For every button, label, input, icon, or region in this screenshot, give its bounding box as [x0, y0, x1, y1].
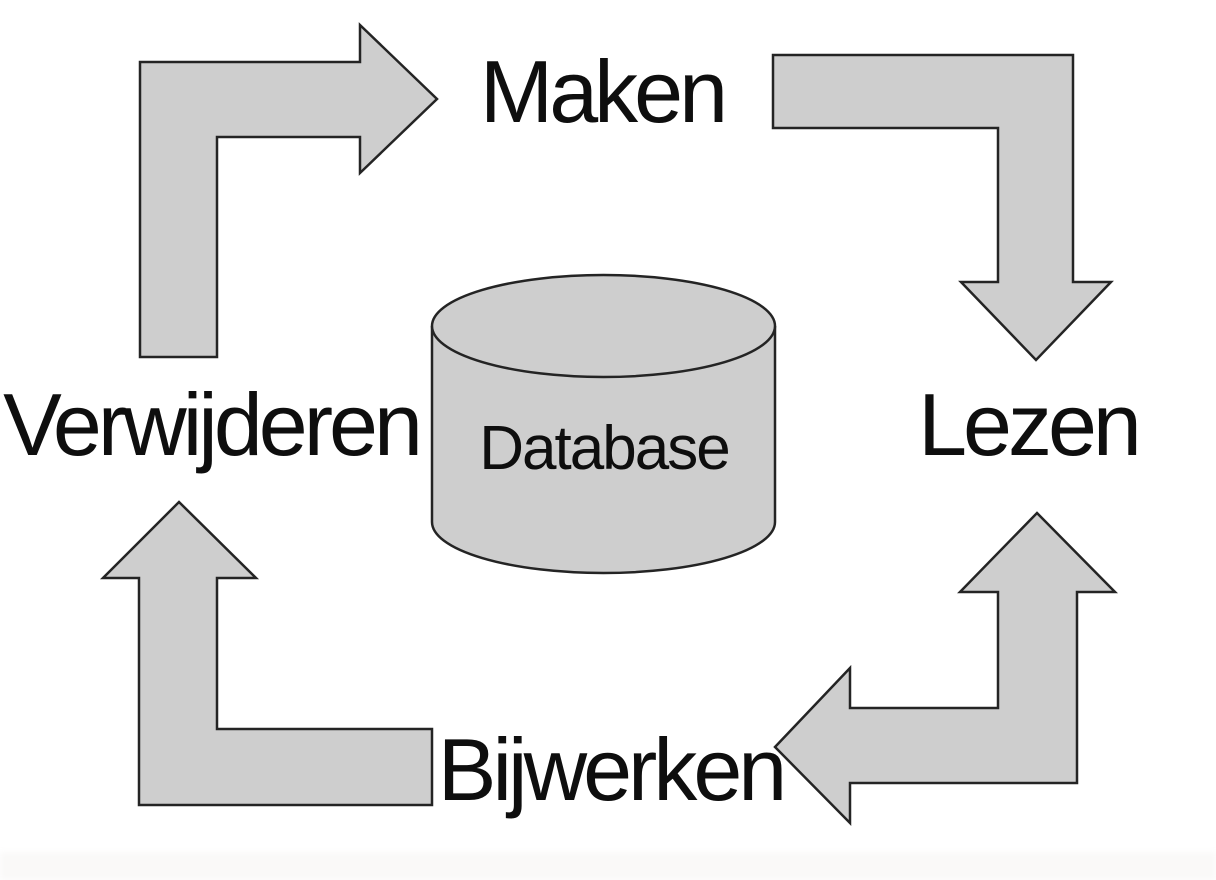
node-label-lezen: Lezen: [918, 374, 1142, 474]
database-cylinder-body: [430, 326, 777, 575]
arrow-lezen-bijwerken: [773, 511, 1118, 827]
database-label: Database: [479, 413, 730, 483]
node-label-verwijderen: Verwijderen: [3, 374, 423, 474]
arrow-verwijderen-to-maken: [138, 22, 439, 359]
arrow-maken-to-lezen: [771, 53, 1114, 362]
arrow-bijwerken-to-verwijderen: [99, 500, 434, 807]
node-label-bijwerken: Bijwerken: [437, 720, 787, 819]
database-cylinder-top: [430, 273, 777, 379]
node-label-maken: Maken: [479, 42, 728, 141]
scan-artifact-band: [0, 852, 1216, 880]
database-cylinder: [430, 273, 777, 575]
